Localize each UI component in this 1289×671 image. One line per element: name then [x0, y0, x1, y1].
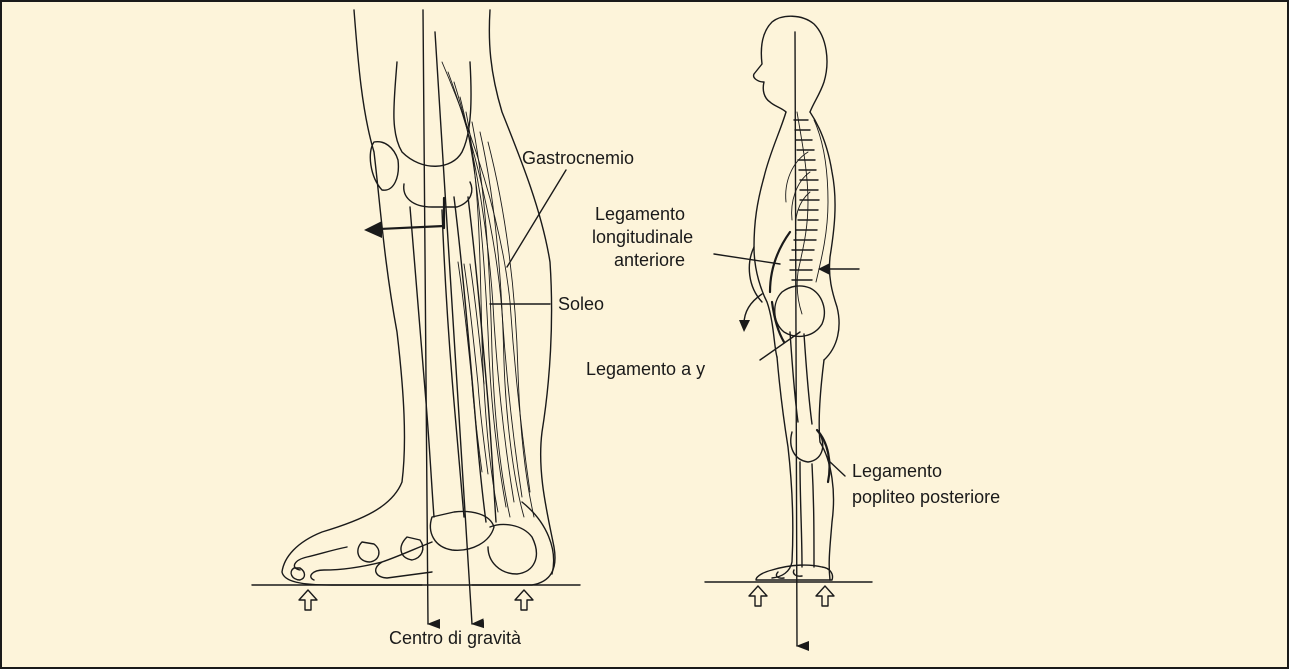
rotation-arrow-icon	[739, 294, 762, 332]
label-legamento-longitudinale-2: longitudinale	[592, 227, 693, 248]
torso-back	[810, 112, 839, 360]
longitudinale-leader	[714, 254, 780, 264]
label-legamento-popliteo-2: popliteo posteriore	[852, 487, 1000, 508]
downward-arrow-icon	[423, 10, 428, 624]
label-soleo: Soleo	[558, 294, 604, 315]
femur-condyle	[394, 62, 471, 166]
foot-bones	[291, 512, 536, 580]
torso-front	[754, 112, 786, 357]
heel-outline	[522, 502, 554, 574]
abdomen	[749, 247, 762, 302]
left-arrow-icon	[364, 198, 444, 238]
shin-bones	[800, 462, 814, 567]
upward-hollow-arrow-icon	[299, 590, 533, 610]
left-arrow-icon	[818, 263, 859, 275]
patella	[370, 142, 398, 191]
label-legamento-popliteo-1: Legamento	[852, 461, 942, 482]
tibia-head	[404, 182, 472, 207]
gastrocnemio-leader	[507, 170, 566, 267]
pelvis	[775, 286, 825, 336]
leg-back	[819, 360, 833, 580]
femur	[790, 332, 812, 424]
shin-outline	[282, 10, 422, 585]
label-centro-di-gravita: Centro di gravità	[389, 628, 521, 649]
label-legamento-longitudinale-3: anteriore	[614, 250, 685, 271]
label-legamento-a-y: Legamento a y	[586, 359, 705, 380]
label-legamento-longitudinale-1: Legamento	[595, 204, 685, 225]
knee	[791, 432, 823, 462]
leg-front	[772, 357, 793, 578]
downward-arrow-icon	[795, 32, 797, 646]
anterior-ligament	[770, 232, 790, 292]
foot	[756, 565, 833, 580]
tibia-front	[410, 207, 434, 517]
ribcage	[786, 152, 810, 234]
body-profile-drawing	[705, 16, 872, 582]
head-outline	[754, 16, 827, 112]
calf-muscle-fibers	[442, 62, 534, 517]
leg-skeleton-drawing	[252, 10, 580, 585]
upward-hollow-arrow-icon	[749, 586, 834, 606]
label-gastrocnemio: Gastrocnemio	[522, 148, 634, 169]
